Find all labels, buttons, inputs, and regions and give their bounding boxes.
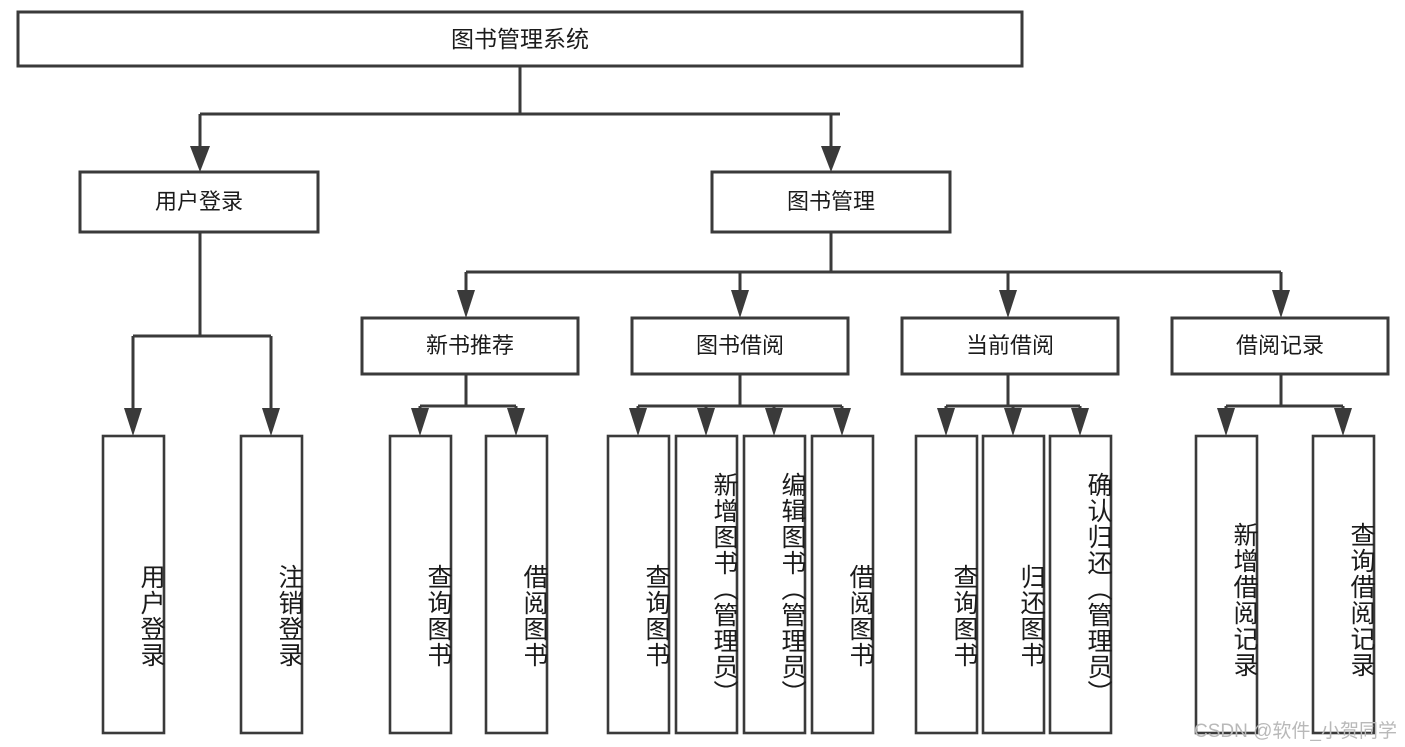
connector-root-to-level2 (190, 66, 841, 172)
node-book-management-label: 图书管理 (787, 189, 875, 214)
connector-borrowrecord-to-leaves (1217, 374, 1352, 436)
node-new-book-recommend-label: 新书推荐 (426, 333, 514, 358)
leaf-box[interactable] (239, 434, 304, 735)
node-current-borrow-label: 当前借阅 (966, 333, 1054, 358)
node-book-borrow-label: 图书借阅 (696, 333, 784, 358)
node-borrow-record[interactable]: 借阅记录 (1170, 316, 1390, 376)
leaf-box[interactable] (914, 434, 979, 735)
node-borrow-record-label: 借阅记录 (1236, 333, 1324, 358)
connector-borrowbook-to-leaves (629, 374, 851, 436)
csdn-watermark: CSDN @软件_小贺同学 (1194, 721, 1397, 742)
leaf-box[interactable] (101, 434, 166, 735)
leaf-box[interactable] (1311, 434, 1376, 735)
leaf-box[interactable] (388, 434, 453, 735)
leaf-box[interactable] (1194, 434, 1259, 735)
connector-newbook-to-leaves (411, 374, 525, 436)
leaf-box[interactable] (1048, 434, 1113, 735)
node-user-login[interactable]: 用户登录 (78, 170, 320, 234)
leaf-box[interactable] (674, 434, 739, 735)
node-root-system[interactable]: 图书管理系统 (16, 10, 1024, 68)
leaf-box[interactable] (606, 434, 671, 735)
leaf-box[interactable] (981, 434, 1046, 735)
node-user-login-label: 用户登录 (155, 189, 243, 214)
connector-bookmgmt-to-level3 (457, 232, 1290, 318)
node-current-borrow[interactable]: 当前借阅 (900, 316, 1120, 376)
leaf-box[interactable] (810, 434, 875, 735)
node-book-borrow[interactable]: 图书借阅 (630, 316, 850, 376)
connector-currentborrow-to-leaves (937, 374, 1089, 436)
node-root-label: 图书管理系统 (451, 26, 589, 52)
leaf-boxes (101, 434, 1376, 735)
node-book-management[interactable]: 图书管理 (710, 170, 952, 234)
leaf-box[interactable] (742, 434, 807, 735)
leaf-box[interactable] (484, 434, 549, 735)
connector-userlogin-to-leaves (124, 232, 280, 436)
node-new-book-recommend[interactable]: 新书推荐 (360, 316, 580, 376)
